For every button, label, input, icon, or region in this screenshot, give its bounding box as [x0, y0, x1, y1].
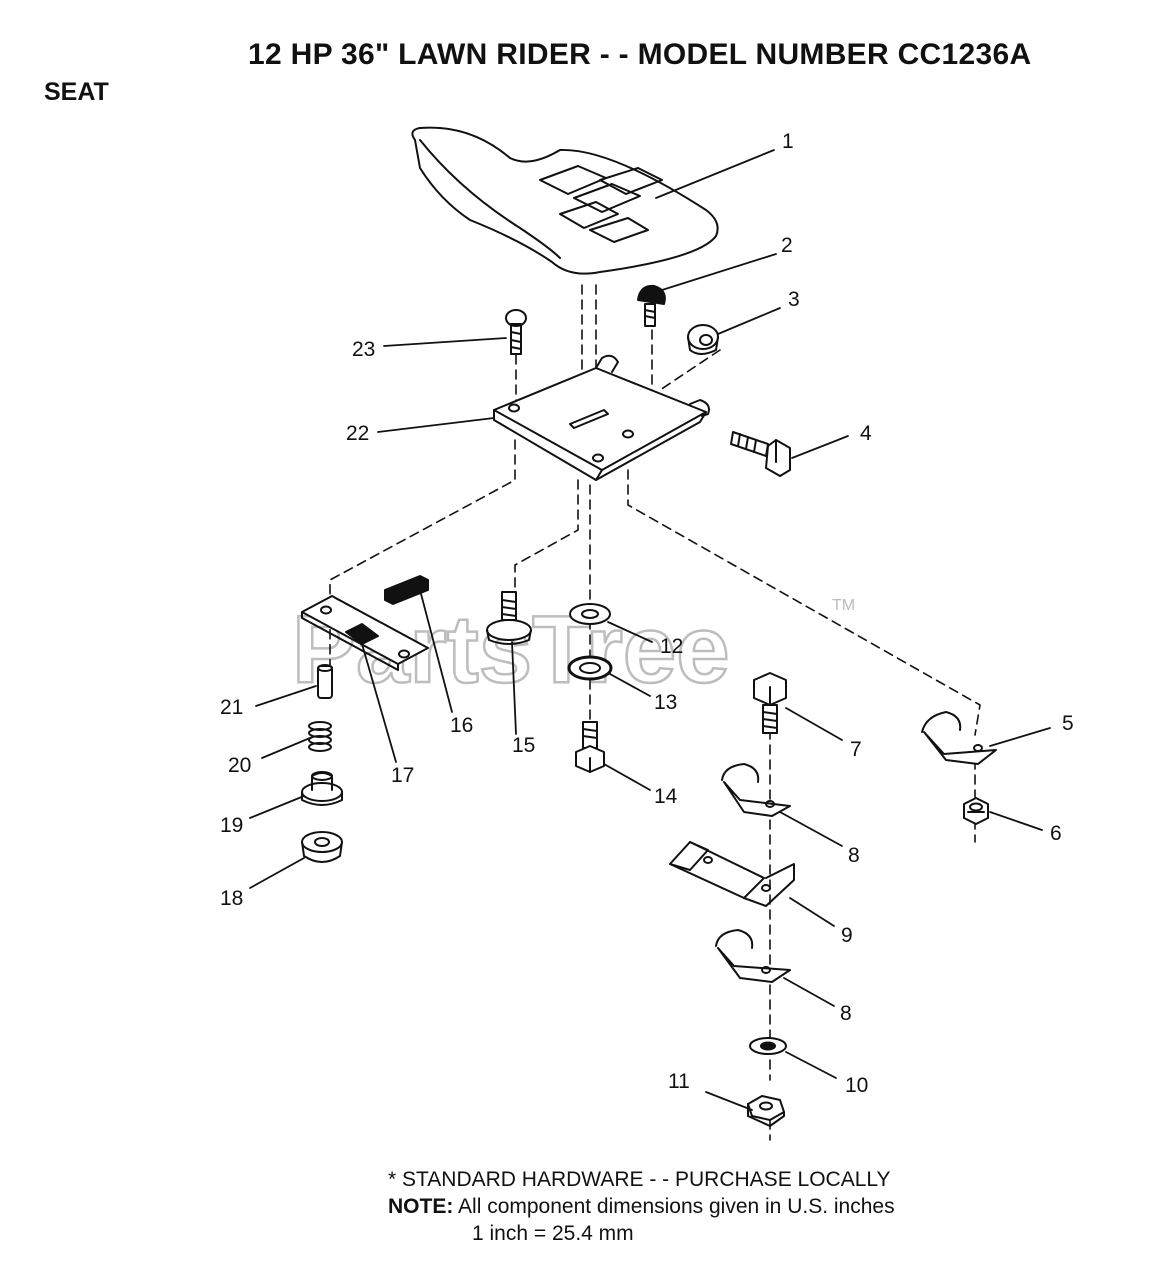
callout-9: 9 — [841, 924, 853, 947]
callout-11: 11 — [668, 1070, 690, 1093]
clamp-lower — [715, 929, 791, 983]
spring — [308, 721, 332, 752]
callout-8-lower: 8 — [840, 1002, 852, 1025]
callout-15: 15 — [512, 734, 535, 757]
carriage-bolt — [505, 309, 527, 355]
callout-13: 13 — [654, 691, 677, 714]
lock-nut — [963, 797, 989, 825]
callout-20: 20 — [228, 754, 251, 777]
hex-bolt-short — [575, 721, 605, 773]
callout-4: 4 — [860, 422, 872, 445]
note-text: All component dimensions given in U.S. i… — [458, 1195, 895, 1218]
seat — [411, 126, 719, 275]
callout-23: 23 — [352, 338, 375, 361]
callout-10: 10 — [845, 1074, 868, 1097]
callout-17: 17 — [391, 764, 414, 787]
callout-5: 5 — [1062, 712, 1074, 735]
flange-bolt — [486, 591, 532, 645]
lock-washer — [567, 655, 613, 681]
conversion-note: 1 inch = 25.4 mm — [472, 1222, 634, 1245]
page-title: 12 HP 36" LAWN RIDER - - MODEL NUMBER CC… — [248, 38, 1032, 71]
pin — [317, 664, 333, 699]
callout-labels: 1 2 3 4 5 6 7 8 8 9 10 11 12 13 14 15 16… — [220, 130, 1074, 1097]
callout-3: 3 — [788, 288, 800, 311]
slide-bracket — [301, 595, 429, 671]
callout-16: 16 — [450, 714, 473, 737]
hex-nut — [687, 324, 719, 355]
clamp-right — [921, 711, 997, 765]
hex-bolt — [730, 431, 791, 477]
section-label: SEAT — [44, 78, 109, 106]
flange-nut — [301, 831, 343, 863]
flat-washer — [569, 603, 611, 625]
callout-19: 19 — [220, 814, 243, 837]
clamp-upper — [721, 763, 791, 817]
flange-bushing — [301, 771, 343, 806]
callout-7: 7 — [850, 738, 862, 761]
hex-nut-bottom — [747, 1095, 785, 1127]
watermark-tm: TM — [832, 597, 855, 614]
leader-lines — [249, 149, 1051, 1111]
assembly-lines — [329, 284, 981, 1141]
support-bracket — [669, 841, 795, 907]
callout-14: 14 — [654, 785, 678, 808]
callout-18: 18 — [220, 887, 243, 910]
standard-hardware-note: * STANDARD HARDWARE - - PURCHASE LOCALLY — [388, 1168, 891, 1191]
callout-6: 6 — [1050, 822, 1062, 845]
callout-2: 2 — [781, 234, 793, 257]
seat-bolt — [637, 284, 666, 327]
callout-12: 12 — [660, 635, 683, 658]
callout-8-upper: 8 — [848, 844, 860, 867]
spacer-bar — [384, 575, 429, 605]
callout-1: 1 — [782, 130, 794, 153]
note-label: NOTE: — [388, 1195, 454, 1218]
hex-head-bolt — [753, 672, 787, 734]
washer — [749, 1037, 787, 1055]
callout-21: 21 — [220, 696, 243, 719]
seat-bracket — [493, 354, 710, 481]
dimensions-note: NOTE: All component dimensions given in … — [388, 1193, 895, 1220]
footer-notes: * STANDARD HARDWARE - - PURCHASE LOCALLY… — [388, 1166, 895, 1247]
callout-22: 22 — [346, 422, 369, 445]
